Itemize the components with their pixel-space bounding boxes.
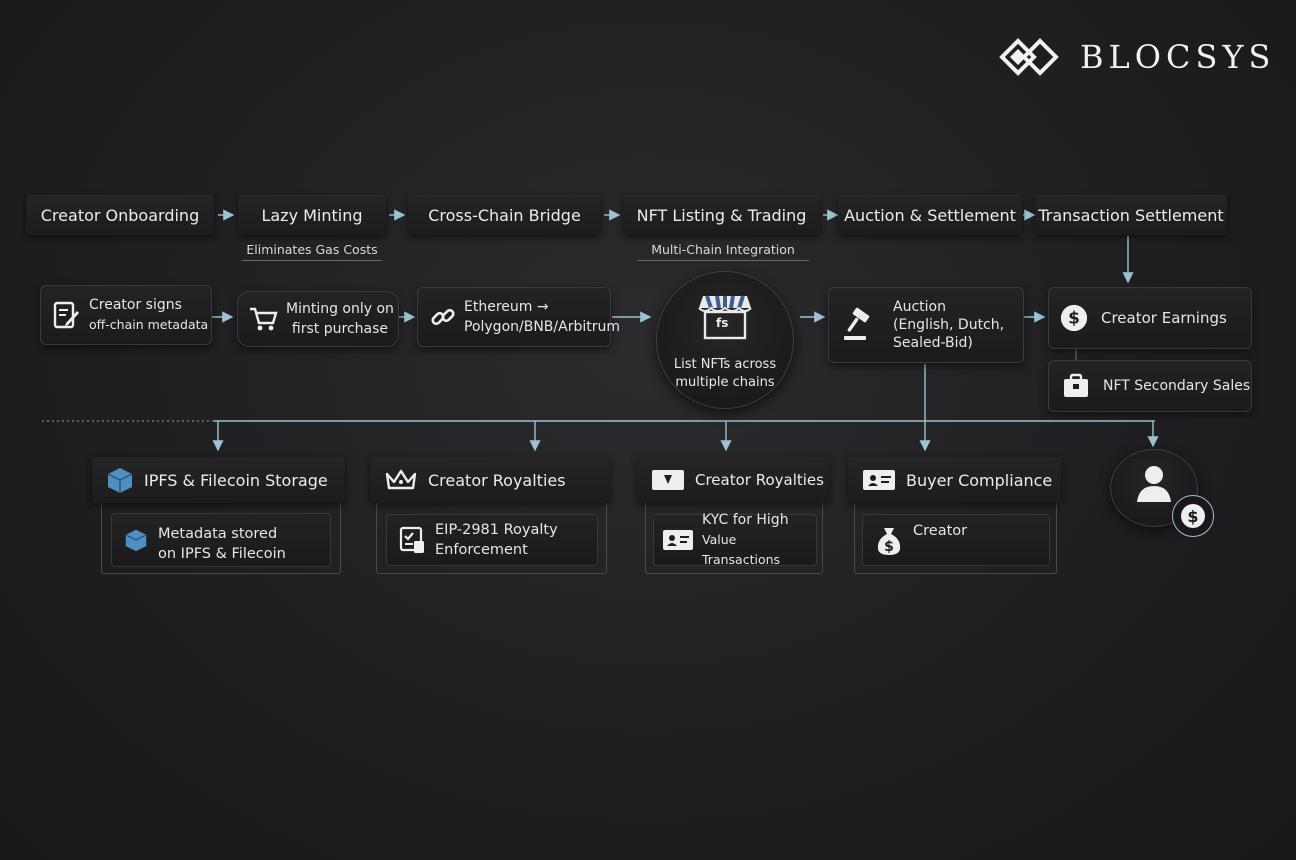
card-secondary-sales: NFT Secondary Sales <box>1048 360 1252 412</box>
head-buyer-compliance: Buyer Compliance <box>848 457 1061 503</box>
inner-line2: on IPFS & Filecoin <box>158 546 286 562</box>
cube-icon <box>106 466 134 494</box>
inner-line2: Value Transactions <box>702 532 781 567</box>
bridge-line2: Polygon/BNB/Arbitrum <box>464 319 620 335</box>
head-label: Buyer Compliance <box>906 470 1053 490</box>
head-creator-royalties-2: Creator Royalties <box>637 457 829 503</box>
svg-text:$: $ <box>1068 308 1080 328</box>
head-creator-royalties: Creator Royalties <box>370 457 610 503</box>
stage-label: NFT Listing & Trading <box>636 205 807 225</box>
card-creator-earnings: $ Creator Earnings <box>1048 287 1252 349</box>
blocsys-logo: BLOCSYS <box>996 28 1270 86</box>
crown-icon <box>384 468 418 492</box>
svg-text:$: $ <box>884 539 894 555</box>
stage-label: Cross-Chain Bridge <box>428 205 581 225</box>
briefcase-icon <box>1061 371 1091 401</box>
user-dollar-badge: $ <box>1172 495 1214 537</box>
stage-creator-onboarding: Creator Onboarding <box>26 195 214 235</box>
head-ipfs-storage: IPFS & Filecoin Storage <box>92 457 345 503</box>
document-edit-icon <box>51 300 81 330</box>
minting-line2: first purchase <box>291 321 388 337</box>
dollar-coin-icon: $ <box>1059 303 1089 333</box>
blocsys-logo-mark <box>999 38 1059 76</box>
head-label: IPFS & Filecoin Storage <box>144 470 328 490</box>
note-eliminates-gas: Eliminates Gas Costs <box>242 242 382 261</box>
stage-cross-chain-bridge: Cross-Chain Bridge <box>408 195 601 235</box>
id-card-icon <box>662 528 694 552</box>
chain-link-icon <box>428 302 458 332</box>
checklist-icon <box>399 526 425 554</box>
storefront-icon: fs <box>695 292 755 342</box>
secondary-label: NFT Secondary Sales <box>1103 378 1251 394</box>
cube-icon <box>124 528 148 552</box>
auction-line2: (English, Dutch, <box>893 317 1005 333</box>
dollar-coin-icon: $ <box>1181 504 1205 528</box>
id-card-icon <box>862 468 896 492</box>
svg-text:$: $ <box>1187 507 1198 526</box>
inner-line1: KYC for High <box>702 512 789 528</box>
creator-signs-line1: Creator signs <box>89 297 182 313</box>
stage-auction-settlement: Auction & Settlement <box>838 195 1022 235</box>
note-multi-chain: Multi-Chain Integration <box>637 242 809 261</box>
listing-line2: multiple chains <box>675 375 775 390</box>
earnings-label: Creator Earnings <box>1101 309 1227 327</box>
stage-transaction-settlement: Transaction Settlement <box>1035 195 1227 235</box>
minting-line1: Minting only on <box>286 301 394 317</box>
card-creator-signs: Creator signs off-chain metadata <box>40 285 212 345</box>
shopping-cart-icon <box>248 304 278 334</box>
listing-line1: List NFTs across <box>673 357 777 372</box>
circle-list-nfts: fs List NFTs across multiple chains <box>656 271 794 409</box>
store-badge: fs <box>716 316 729 330</box>
auction-line3: Sealed-Bid) <box>893 335 973 351</box>
card-auction-types: Auction (English, Dutch, Sealed-Bid) <box>828 287 1024 363</box>
card-minting-first-purchase: Minting only on first purchase <box>237 291 399 347</box>
auction-line1: Auction <box>893 299 946 315</box>
gavel-icon <box>841 307 877 343</box>
stage-lazy-minting: Lazy Minting <box>238 195 386 235</box>
brand-name: BLOCSYS <box>1080 38 1276 76</box>
id-card-icon <box>651 468 685 492</box>
creator-signs-line2: off-chain metadata <box>89 317 209 332</box>
head-label: Creator Royalties <box>428 470 566 490</box>
bridge-line1: Ethereum → <box>464 299 549 315</box>
stage-nft-listing: NFT Listing & Trading <box>623 195 820 235</box>
inner-creator: $ Creator <box>862 514 1050 566</box>
inner-line1: Creator <box>913 523 968 539</box>
inner-line1: Metadata stored <box>158 526 278 542</box>
stage-label: Creator Onboarding <box>40 205 200 225</box>
inner-metadata-stored: Metadata stored on IPFS & Filecoin <box>111 513 331 567</box>
money-bag-icon: $ <box>875 525 903 557</box>
card-ethereum-bridge: Ethereum → Polygon/BNB/Arbitrum <box>417 287 620 347</box>
inner-line2: Enforcement <box>435 542 528 558</box>
stage-label: Lazy Minting <box>261 205 363 225</box>
inner-line1: EIP-2981 Royalty <box>435 522 558 538</box>
stage-label: Auction & Settlement <box>844 205 1016 225</box>
head-label: Creator Royalties <box>695 471 824 489</box>
user-icon <box>1137 466 1171 502</box>
stage-label: Transaction Settlement <box>1038 205 1224 225</box>
